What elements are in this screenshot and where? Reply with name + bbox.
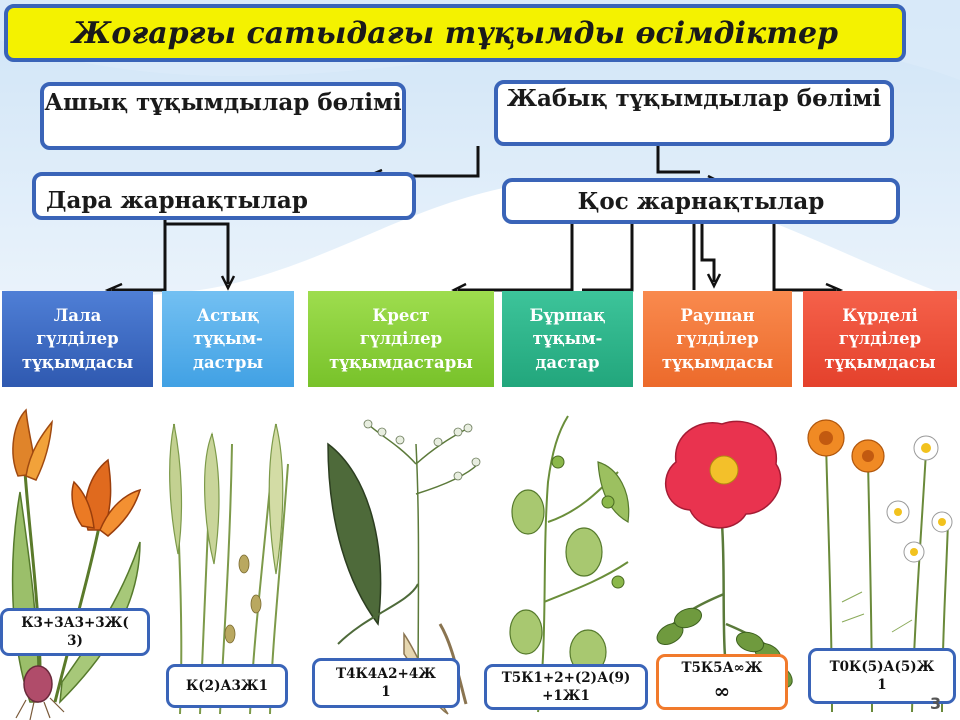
family-line: гүлділер	[359, 329, 443, 349]
formula-crucifer: Т4К4А2+4Ж 1	[312, 658, 460, 708]
formula-line: Т5К5А∞Ж	[681, 660, 763, 677]
family-line: Бұршақ	[529, 305, 606, 325]
page-title: Жоғарғы сатыдағы тұқымды өсімдіктер	[4, 4, 906, 62]
formula-grass: К(2)А3Ж1	[166, 664, 288, 708]
formula-line: 1	[877, 677, 887, 693]
formula-line: ∞	[713, 678, 731, 703]
formula-legume: Т5К1+2+(2)А(9) +1Ж1	[484, 664, 648, 710]
formula-rose: Т5К5А∞Ж∞	[656, 654, 788, 710]
family-lily: Лала гүлділер тұқымдасы	[2, 291, 153, 387]
formula-lily: К3+3А3+3Ж( 3)	[0, 608, 150, 656]
family-line: Лала	[53, 305, 102, 325]
family-rose: Раушан гүлділер тұқымдасы	[643, 291, 792, 387]
tulip-illustration	[0, 402, 152, 720]
arrow-to-rose	[706, 273, 722, 289]
class-dicots-label: Қос жарнақтылар	[577, 188, 825, 215]
family-line: Крест	[372, 305, 430, 325]
division-open-seeds: Ашық тұқымдылар бөлімі	[40, 82, 406, 150]
connector-mono-to-grass	[163, 222, 230, 284]
family-line: Раушан	[680, 305, 755, 325]
family-line: дастры	[192, 352, 264, 372]
connector-di-to-rose	[700, 224, 716, 282]
formula-line: Т4К4А2+4Ж	[336, 665, 436, 682]
page-title-text: Жоғарғы сатыдағы тұқымды өсімдіктер	[71, 15, 839, 51]
formula-line: К(2)А3Ж1	[186, 677, 268, 694]
division-closed-seeds: Жабық тұқымдылар бөлімі	[494, 80, 894, 146]
connector-di-to-composite	[772, 224, 836, 292]
family-line: гүлділер	[676, 329, 759, 349]
family-line: тұқымдастары	[329, 352, 473, 372]
division-open-label: Ашық тұқымдылар бөлімі	[44, 89, 402, 116]
family-line: тұқым-	[532, 329, 603, 349]
family-legume: Бұршақ тұқым-дастар	[502, 291, 633, 387]
class-monocots: Дара жарнақтылар	[32, 172, 416, 220]
page-number: 3	[930, 694, 942, 713]
connector-closed-to-di	[656, 146, 700, 174]
family-line: тұқымдасы	[21, 352, 134, 372]
formula-line: Т5К1+2+(2)А(9)	[501, 669, 631, 686]
family-line: тұқым-	[193, 329, 263, 349]
class-monocots-label: Дара жарнақтылар	[46, 187, 308, 214]
class-dicots: Қос жарнақтылар	[502, 178, 900, 224]
family-line: тұқымдасы	[661, 352, 774, 372]
formula-line: К3+3А3+3Ж(	[21, 614, 129, 631]
formula-line: 1	[381, 684, 391, 700]
formula-composite: Т0К(5)А(5)Ж 1	[808, 648, 956, 704]
connector-di-to-legume	[582, 224, 634, 292]
family-line: гүлділер	[36, 329, 119, 349]
formula-line: +1Ж1	[542, 688, 590, 704]
family-line: Күрделі	[842, 305, 918, 325]
family-line: гүлділер	[838, 329, 922, 349]
family-crucifer: Крест гүлділер тұқымдастары	[308, 291, 494, 387]
family-grass: Астық тұқым-дастры	[162, 291, 294, 387]
connector-mono-to-lily	[112, 220, 167, 292]
family-line: Астық	[196, 305, 260, 325]
family-composite: Күрделі гүлділер тұқымдасы	[803, 291, 957, 387]
family-line: тұқымдасы	[824, 352, 936, 372]
family-line: дастар	[535, 352, 600, 372]
division-closed-label: Жабық тұқымдылар бөлімі	[506, 85, 882, 112]
connector-di-to-cross	[458, 224, 574, 292]
formula-line: 3)	[67, 633, 83, 649]
arrow-to-grass	[220, 275, 236, 291]
formula-line: Т0К(5)А(5)Ж	[829, 658, 935, 675]
